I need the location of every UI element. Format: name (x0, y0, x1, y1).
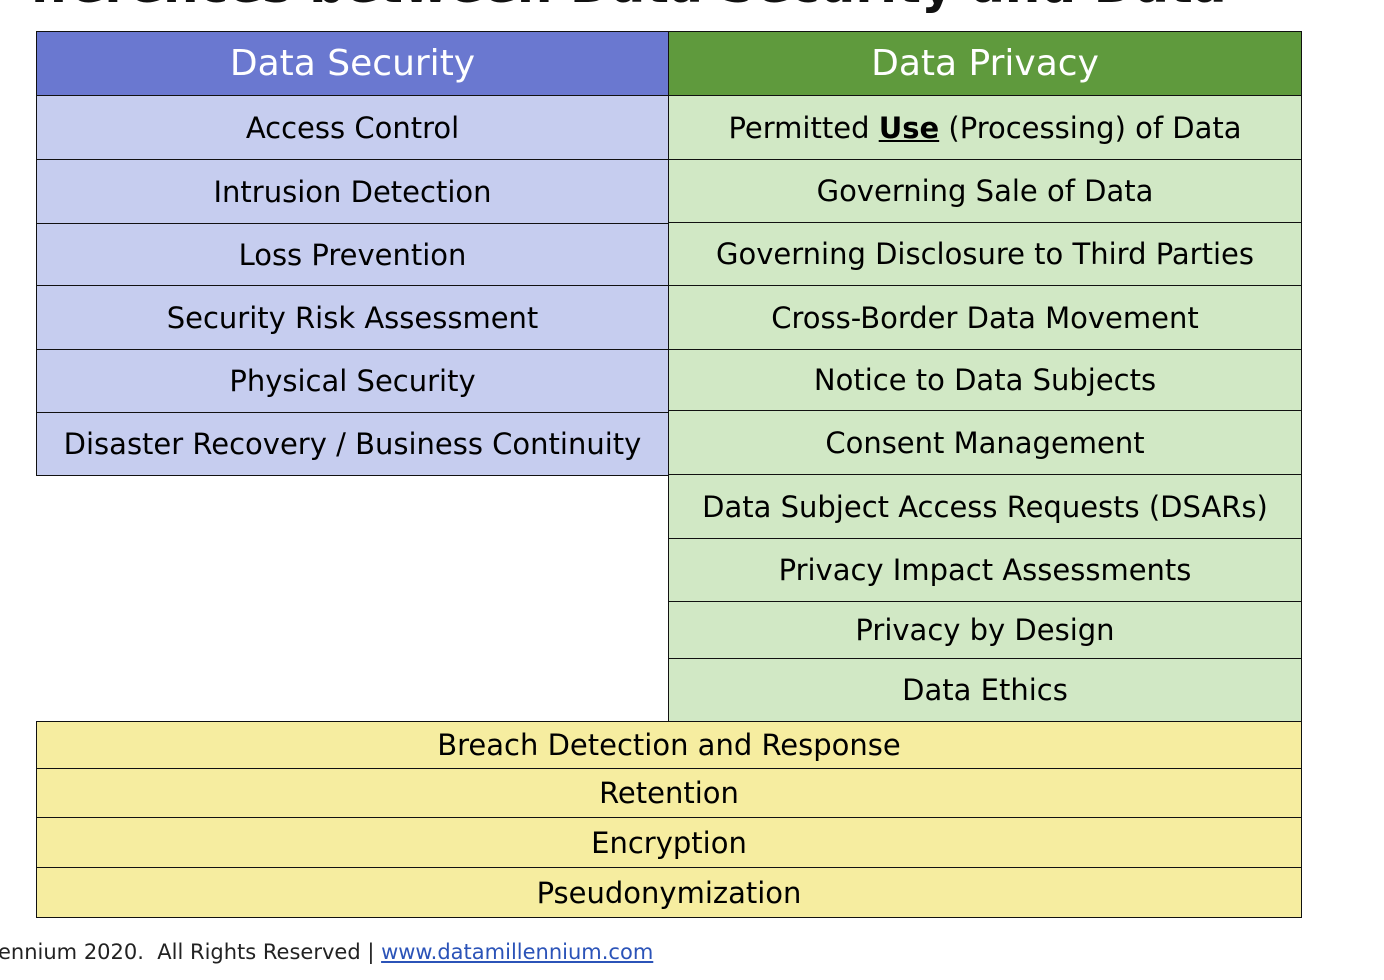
copyright-text: ennium 2020. All Rights Reserved | (0, 940, 382, 964)
data-privacy-header: Data Privacy (668, 31, 1302, 96)
security-item: Loss Prevention (36, 223, 669, 286)
privacy-item: Governing Disclosure to Third Parties (668, 222, 1302, 286)
privacy-item-use-emphasis: Use (878, 110, 940, 145)
privacy-item: Notice to Data Subjects (668, 349, 1302, 411)
privacy-item-text-before: Permitted (728, 110, 879, 145)
privacy-item-permitted-use: Permitted Use (Processing) of Data (668, 95, 1302, 160)
privacy-item: Privacy by Design (668, 601, 1302, 659)
security-item: Intrusion Detection (36, 159, 669, 224)
slide-title: fferences between Data Security and Data (30, 0, 1226, 14)
security-item: Disaster Recovery / Business Continuity (36, 412, 669, 476)
privacy-item: Consent Management (668, 410, 1302, 475)
website-link[interactable]: www.datamillennium.com (381, 940, 654, 964)
shared-item: Breach Detection and Response (36, 721, 1302, 769)
shared-item: Pseudonymization (36, 867, 1302, 918)
security-item: Access Control (36, 95, 669, 160)
security-item: Physical Security (36, 349, 669, 413)
privacy-item: Data Subject Access Requests (DSARs) (668, 474, 1302, 539)
privacy-item: Privacy Impact Assessments (668, 538, 1302, 602)
shared-item: Retention (36, 768, 1302, 818)
privacy-item-text-after: (Processing) of Data (939, 110, 1242, 145)
privacy-item: Cross-Border Data Movement (668, 285, 1302, 350)
data-security-header: Data Security (36, 31, 669, 96)
privacy-item: Governing Sale of Data (668, 159, 1302, 223)
privacy-item: Data Ethics (668, 658, 1302, 722)
footer: ennium 2020. All Rights Reserved | www.d… (0, 940, 653, 964)
security-item: Security Risk Assessment (36, 285, 669, 350)
shared-item: Encryption (36, 817, 1302, 868)
